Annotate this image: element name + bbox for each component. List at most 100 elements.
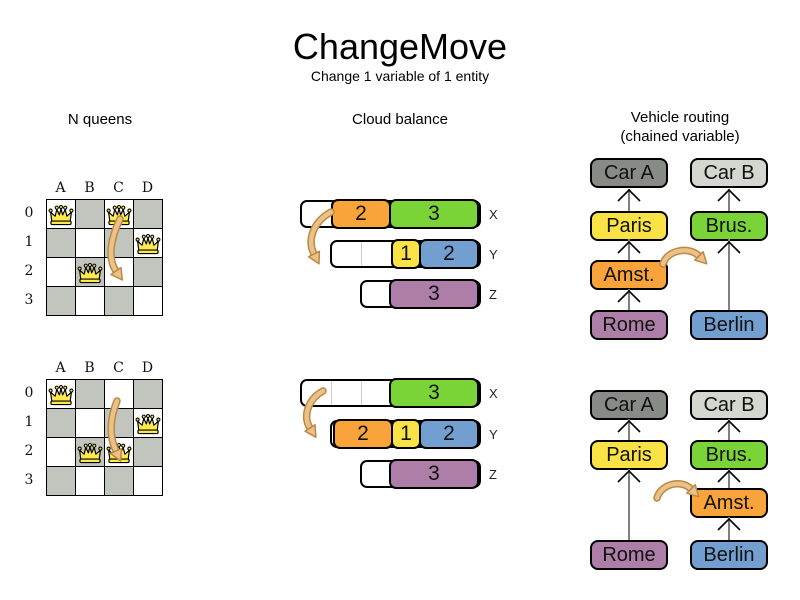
board-cell-C2 — [105, 438, 134, 467]
chessboard-before — [46, 199, 163, 316]
cloud-computer-z-before: 3 — [360, 279, 481, 309]
section-title-vehicle-routing: Vehicle routing (chained variable) — [590, 108, 770, 146]
column-label: A — [55, 360, 66, 376]
queen-icon — [106, 204, 132, 225]
board-cell-D2 — [134, 258, 163, 287]
column-label: B — [84, 180, 95, 196]
section-title-nqueens: N queens — [67, 111, 133, 128]
vehicle-box-car-b-after: Car B — [690, 390, 768, 420]
row-label: 0 — [24, 385, 34, 401]
computer-label-z: Z — [489, 467, 497, 482]
board-cell-B1 — [76, 229, 105, 258]
chessboard-after — [46, 379, 163, 496]
board-cell-B0 — [76, 380, 105, 409]
column-label: A — [55, 180, 66, 196]
queen-icon — [77, 442, 103, 463]
queen-icon — [48, 384, 74, 405]
page-subtitle: Change 1 variable of 1 entity — [310, 68, 490, 84]
board-cell-C0 — [105, 380, 134, 409]
computer-label-y: Y — [489, 247, 498, 262]
column-label: D — [141, 180, 154, 196]
cloud-process-block: 3 — [389, 279, 479, 309]
cloud-computer-z-after: 3 — [360, 459, 481, 489]
board-cell-D0 — [134, 200, 163, 229]
board-cell-B0 — [76, 200, 105, 229]
board-cell-C2 — [105, 258, 134, 287]
vehicle-move-arrow-before — [659, 246, 708, 268]
cloud-process-block: 2 — [419, 239, 479, 269]
chain-connector-lines-before — [628, 189, 730, 310]
cloud-computer-y-before: 1 2 — [330, 239, 481, 269]
column-label: D — [141, 360, 154, 376]
column-label: C — [113, 180, 124, 196]
board-cell-D0 — [134, 380, 163, 409]
board-cell-C1 — [105, 409, 134, 438]
chain-connector-lines-after — [628, 419, 730, 540]
board-cell-A1 — [47, 229, 76, 258]
board-cell-B2 — [76, 438, 105, 467]
computer-label-x: X — [489, 386, 498, 401]
vehicle-routing-subtitle: (chained variable) — [620, 128, 740, 145]
vehicle-box-berlin-after: Berlin — [690, 540, 768, 570]
computer-label-z: Z — [489, 287, 497, 302]
board-cell-A3 — [47, 287, 76, 316]
vehicle-box-paris-after: Paris — [590, 440, 668, 470]
row-label: 1 — [24, 234, 34, 250]
section-title-cloud-balance: Cloud balance — [352, 111, 448, 128]
cloud-process-block: 2 — [333, 419, 393, 449]
board-cell-D1 — [134, 229, 163, 258]
column-label: B — [84, 360, 95, 376]
vehicle-box-brus-after: Brus. — [690, 440, 768, 470]
column-labels-after: A B C D — [46, 360, 162, 376]
cloud-process-block: 2 — [419, 419, 479, 449]
board-cell-C3 — [105, 467, 134, 496]
cloud-computer-x-after: 3 — [300, 378, 481, 408]
board-cell-B3 — [76, 467, 105, 496]
cloud-process-block: 1 — [391, 419, 421, 449]
vehicle-box-car-a-before: Car A — [590, 158, 668, 188]
board-cell-D3 — [134, 467, 163, 496]
queen-icon — [48, 204, 74, 225]
board-cell-C3 — [105, 287, 134, 316]
row-label: 1 — [24, 414, 34, 430]
queen-icon — [135, 233, 161, 254]
row-label: 0 — [24, 205, 34, 221]
queen-icon — [77, 262, 103, 283]
cloud-computer-y-after: 2 1 2 — [330, 419, 481, 449]
column-label: C — [113, 360, 124, 376]
board-cell-D1 — [134, 409, 163, 438]
cloud-process-block: 3 — [389, 459, 479, 489]
board-cell-B2 — [76, 258, 105, 287]
board-cell-A2 — [47, 258, 76, 287]
row-label: 2 — [24, 443, 34, 459]
board-cell-A0 — [47, 200, 76, 229]
computer-label-x: X — [489, 207, 498, 222]
cloud-process-block: 2 — [331, 199, 391, 229]
board-cell-B1 — [76, 409, 105, 438]
board-cell-C1 — [105, 229, 134, 258]
cloud-process-block: 3 — [389, 378, 479, 408]
computer-label-y: Y — [489, 427, 498, 442]
page-title: ChangeMove — [292, 26, 508, 67]
cloud-computer-x-before: 2 3 — [300, 199, 481, 229]
vehicle-box-berlin-before: Berlin — [690, 310, 768, 340]
vehicle-box-rome-after: Rome — [590, 540, 668, 570]
column-labels-before: A B C D — [46, 180, 162, 196]
board-cell-D3 — [134, 287, 163, 316]
cloud-process-block: 3 — [389, 199, 479, 229]
board-cell-D2 — [134, 438, 163, 467]
queen-icon — [135, 413, 161, 434]
vehicle-box-rome-before: Rome — [590, 310, 668, 340]
queen-icon — [106, 442, 132, 463]
board-cell-C0 — [105, 200, 134, 229]
vehicle-box-amst-after: Amst. — [690, 488, 768, 518]
cloud-process-block: 1 — [391, 239, 421, 269]
row-label: 3 — [24, 472, 34, 488]
vehicle-box-car-b-before: Car B — [690, 158, 768, 188]
row-label: 3 — [24, 292, 34, 308]
board-cell-A0 — [47, 380, 76, 409]
vehicle-box-car-a-after: Car A — [590, 390, 668, 420]
board-cell-A1 — [47, 409, 76, 438]
